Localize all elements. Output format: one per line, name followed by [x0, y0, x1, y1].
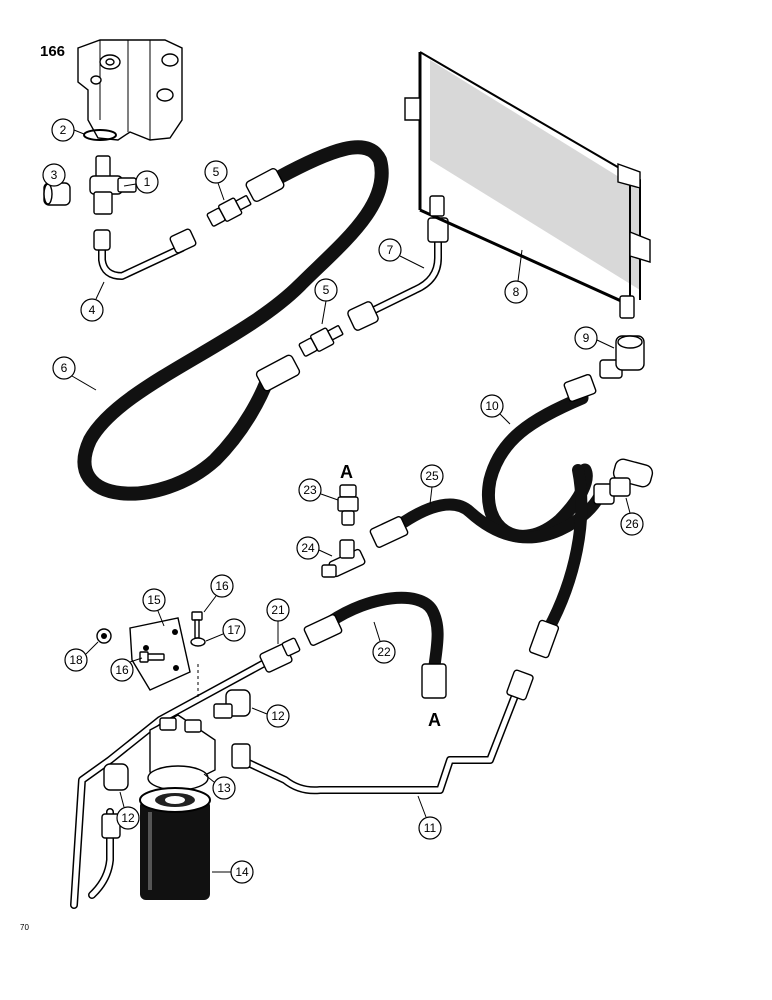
- callout-26: 26: [620, 497, 644, 536]
- elbow-12-upper: [213, 689, 251, 719]
- callout-14: 14: [212, 860, 254, 884]
- svg-text:11: 11: [424, 821, 437, 835]
- callout-15: 15: [142, 588, 166, 627]
- callout-6: 6: [52, 356, 97, 391]
- svg-text:6: 6: [61, 361, 68, 375]
- adapter-upper: [206, 195, 252, 227]
- callout-11: 11: [417, 795, 442, 840]
- hose-return: [528, 464, 588, 659]
- svg-text:15: 15: [147, 593, 161, 607]
- connection-marker-a-top: A: [340, 462, 353, 482]
- tube-11: [231, 669, 534, 795]
- callout-8: 8: [504, 249, 528, 304]
- tube-4: [93, 228, 197, 280]
- callout-17: 17: [205, 618, 246, 642]
- svg-text:23: 23: [303, 483, 317, 497]
- svg-text:16: 16: [215, 579, 229, 593]
- svg-text:7: 7: [387, 243, 394, 257]
- bolt-upper: [191, 611, 203, 639]
- bolt-lower: [139, 651, 165, 663]
- oil-cooler: [404, 51, 651, 319]
- callout-10: 10: [480, 394, 511, 425]
- footer-code: 70: [20, 923, 29, 932]
- svg-text:4: 4: [89, 303, 96, 317]
- callout-22: 22: [372, 621, 396, 664]
- tee-24: [321, 539, 366, 578]
- callout-23: 23: [298, 478, 339, 502]
- svg-text:5: 5: [323, 283, 330, 297]
- svg-text:22: 22: [377, 645, 391, 659]
- callout-1: 1: [123, 170, 159, 194]
- page-number: 166: [40, 43, 65, 60]
- svg-text:2: 2: [60, 123, 67, 137]
- callout-5-lower: 5: [314, 278, 338, 325]
- svg-text:24: 24: [301, 541, 315, 555]
- svg-text:10: 10: [485, 399, 499, 413]
- callout-18: 18: [64, 641, 99, 672]
- tube-7: [347, 217, 449, 331]
- svg-text:3: 3: [51, 168, 58, 182]
- svg-text:12: 12: [271, 709, 285, 723]
- adapter-lower: [298, 325, 344, 357]
- o-ring: [83, 129, 117, 141]
- filter-element: [139, 787, 211, 900]
- svg-text:25: 25: [425, 469, 439, 483]
- svg-text:17: 17: [227, 623, 241, 637]
- washer: [190, 637, 206, 647]
- svg-text:5: 5: [213, 165, 220, 179]
- svg-text:16: 16: [115, 663, 129, 677]
- svg-text:18: 18: [69, 653, 83, 667]
- elbow-26: [609, 458, 654, 497]
- svg-text:12: 12: [121, 811, 135, 825]
- callout-2: 2: [51, 118, 85, 142]
- callout-25: 25: [420, 464, 444, 505]
- callout-9: 9: [574, 326, 615, 350]
- callout-24: 24: [296, 536, 333, 560]
- callout-16-upper: 16: [203, 574, 234, 613]
- hose-22: [303, 591, 447, 699]
- hose-6: [77, 140, 389, 501]
- callout-12-upper: 12: [251, 704, 290, 728]
- callout-12-lower: 12: [116, 791, 140, 830]
- callout-3: 3: [42, 163, 66, 187]
- adapter-21: [70, 637, 301, 909]
- svg-text:21: 21: [271, 603, 285, 617]
- callout-4: 4: [80, 281, 105, 322]
- elbow-9: [599, 335, 645, 379]
- svg-text:13: 13: [217, 781, 231, 795]
- nut: [96, 628, 112, 644]
- fitting-23: [337, 484, 359, 526]
- filter-head: [147, 714, 216, 791]
- valve-body: [77, 39, 183, 141]
- cap-nut: [43, 182, 71, 206]
- callout-21: 21: [266, 598, 290, 644]
- svg-text:9: 9: [583, 331, 590, 345]
- svg-text:8: 8: [513, 285, 520, 299]
- svg-text:14: 14: [235, 865, 249, 879]
- callout-5-upper: 5: [204, 160, 228, 201]
- svg-text:26: 26: [625, 517, 639, 531]
- callout-16-lower: 16: [110, 657, 143, 682]
- svg-text:1: 1: [144, 175, 151, 189]
- connection-marker-a-bottom: A: [428, 710, 441, 730]
- elbow-12-lower: [88, 763, 129, 899]
- callout-13: 13: [203, 773, 236, 800]
- callout-7: 7: [378, 238, 425, 269]
